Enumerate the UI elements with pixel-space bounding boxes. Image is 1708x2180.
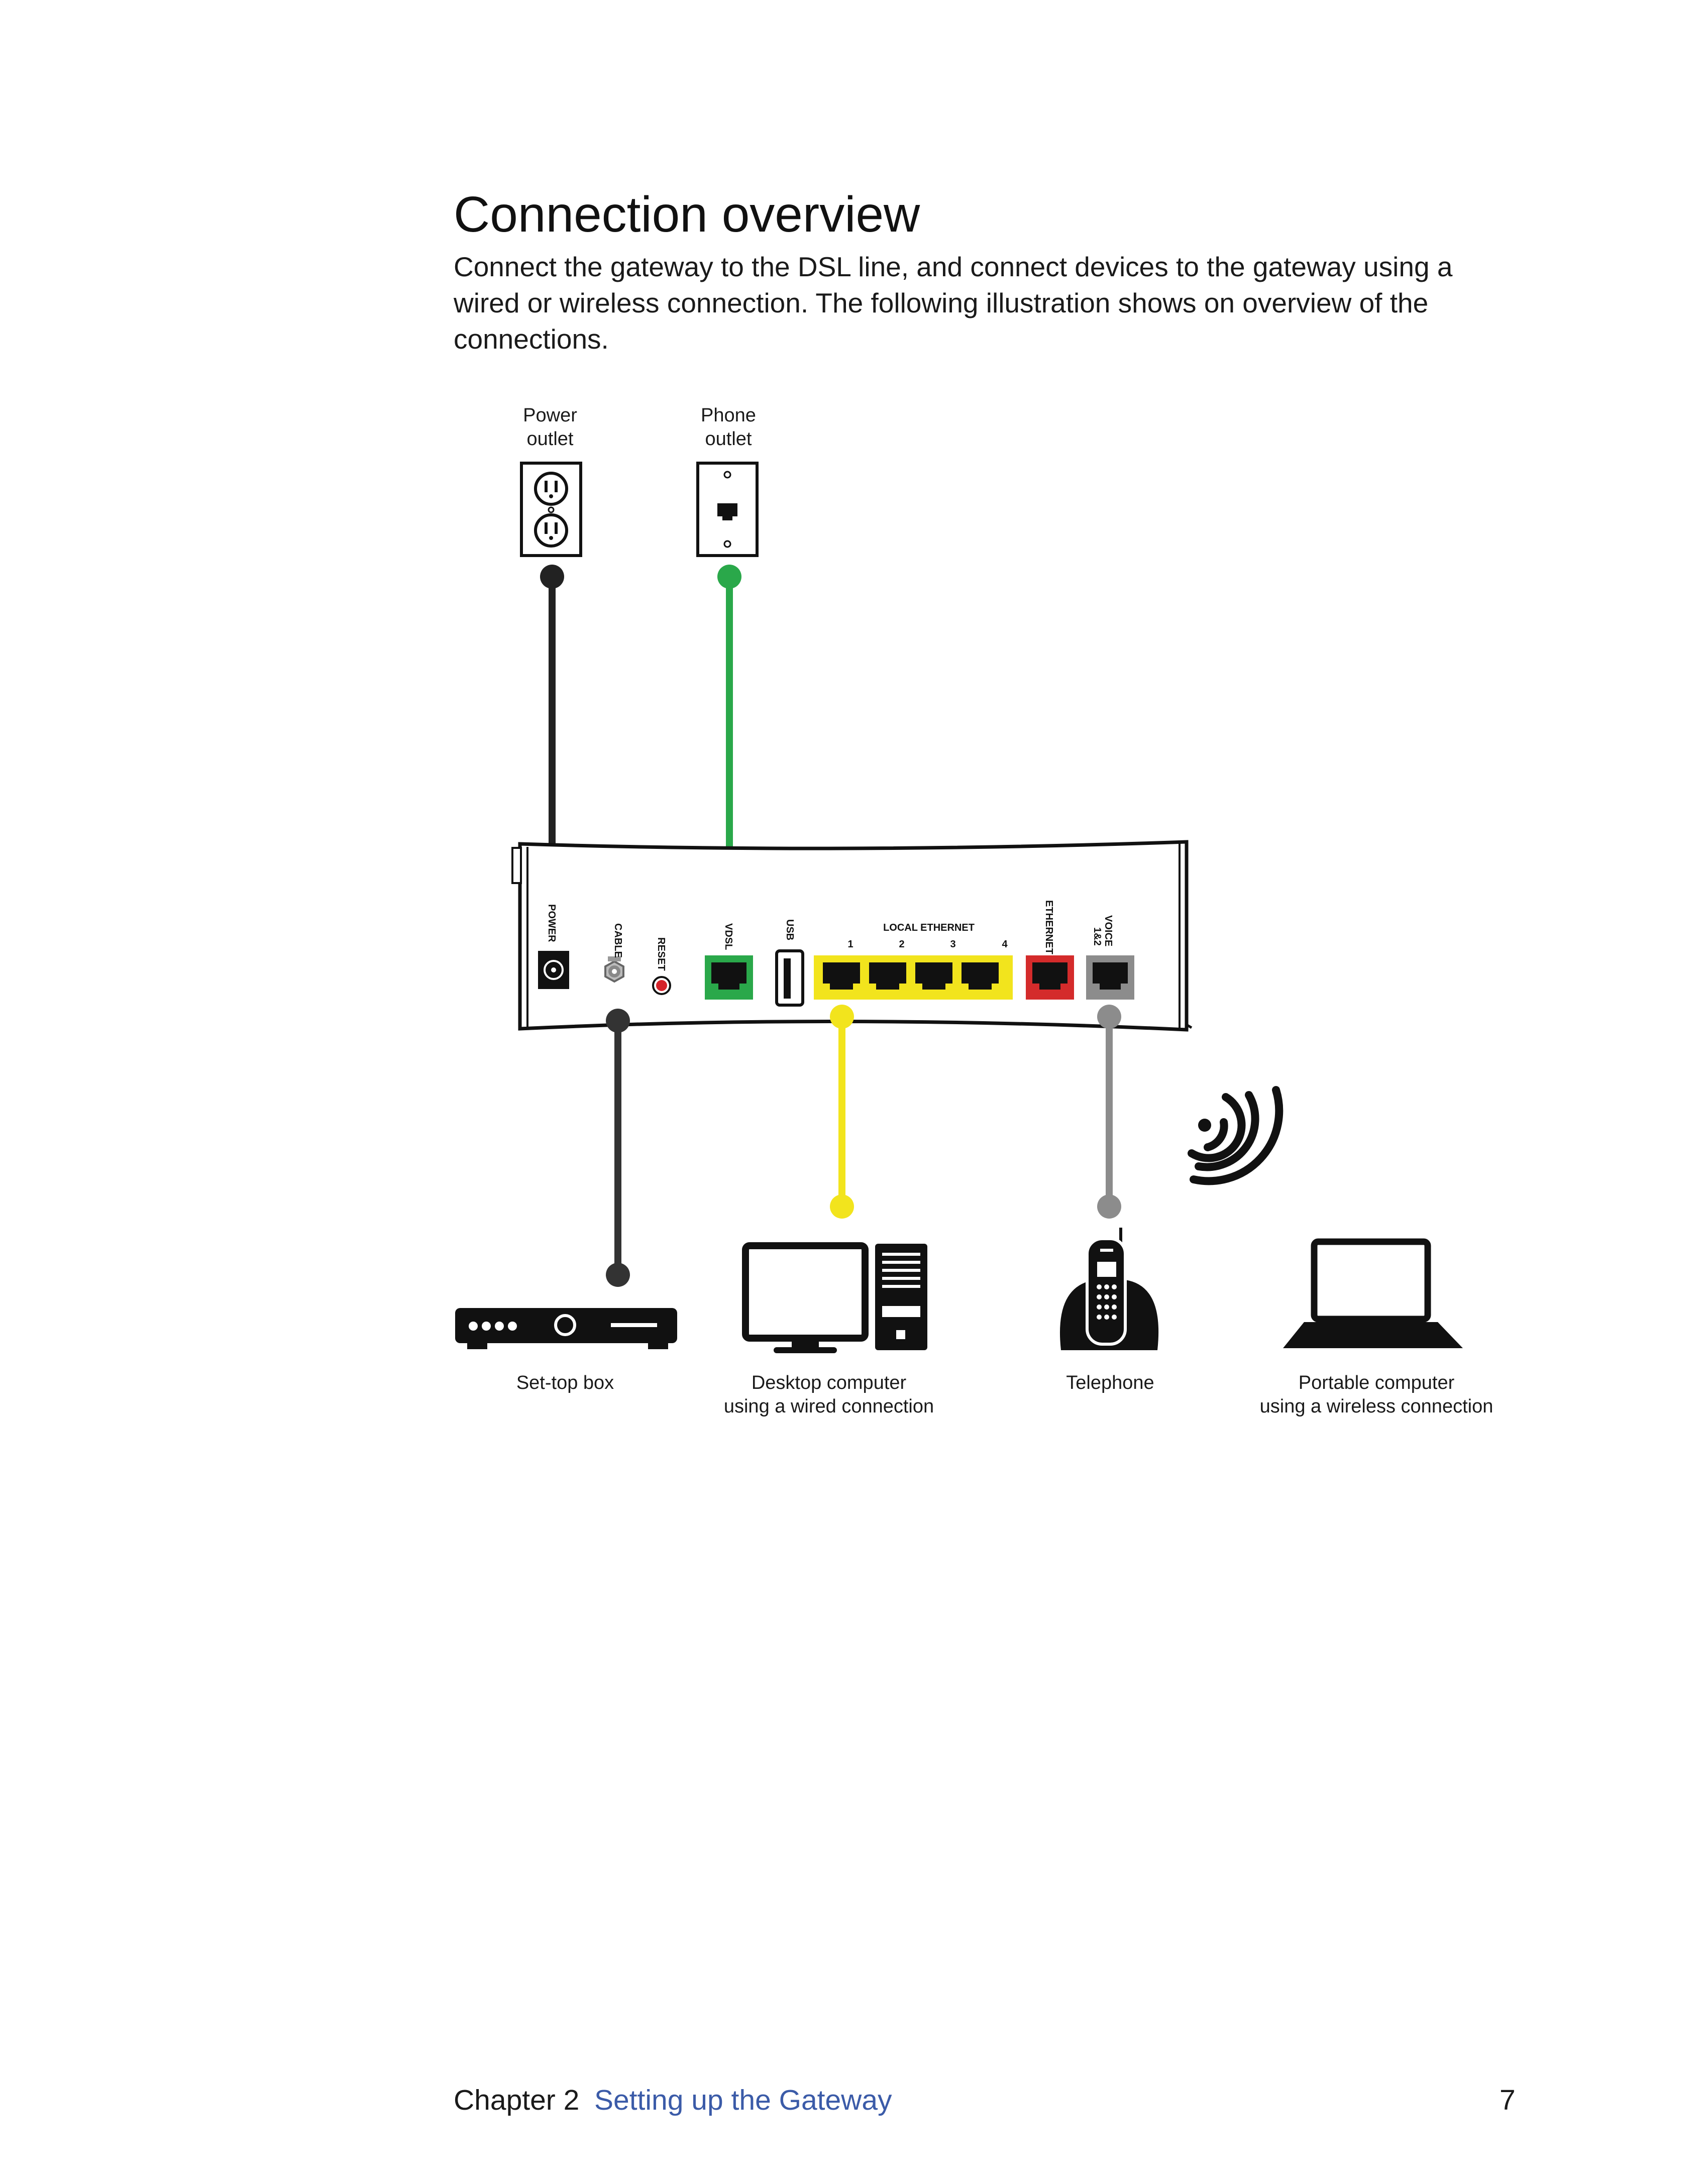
power-outlet-icon	[520, 462, 582, 557]
ethernet-port-2-number: 2	[899, 939, 904, 950]
cable-port-label: CABLE	[612, 923, 623, 958]
phone-outlet-label: Phone outlet	[681, 404, 776, 451]
intro-paragraph: Connect the gateway to the DSL line, and…	[454, 251, 1453, 355]
cable-port: CABLE	[604, 923, 624, 983]
desktop-computer-label: Desktop computer using a wired connectio…	[693, 1371, 965, 1419]
portable-computer-label-line1: Portable computer	[1298, 1372, 1455, 1393]
phone-cable	[717, 565, 741, 892]
footer-chapter: Chapter 2	[454, 2084, 580, 2116]
portable-computer-label-line2: using a wireless connection	[1259, 1396, 1493, 1417]
coax-cable	[606, 1009, 630, 1287]
ethernet-cable	[830, 1005, 854, 1219]
voice-port-label: VOICE	[1103, 915, 1114, 946]
gateway-icon: POWER CABLE RESET VDSL USB	[511, 840, 1193, 1032]
voice-port-label-2: 1&2	[1092, 927, 1103, 946]
voice-cable	[1097, 1005, 1121, 1219]
local-ethernet-ports: LOCAL ETHERNET 1 2 3 4	[814, 922, 1013, 1000]
ethernet-port-1-number: 1	[847, 939, 853, 950]
settop-box-label: Set-top box	[487, 1371, 643, 1395]
set-top-box-icon	[455, 1308, 677, 1349]
desktop-computer-label-line1: Desktop computer	[751, 1372, 907, 1393]
reset-button: RESET	[652, 937, 671, 995]
phone-outlet-label-line1: Phone	[701, 405, 756, 426]
desktop-computer-label-line2: using a wired connection	[723, 1396, 934, 1417]
page-number: 7	[1500, 2084, 1516, 2116]
ethernet-port-4-number: 4	[1002, 939, 1008, 950]
telephone-icon	[1059, 1228, 1159, 1350]
vdsl-port: VDSL	[705, 923, 753, 1000]
telephone-label-line1: Telephone	[1066, 1372, 1154, 1393]
power-outlet-label: Power outlet	[502, 404, 598, 451]
settop-box-label-line1: Set-top box	[516, 1372, 614, 1393]
footer-section-link[interactable]: Setting up the Gateway	[594, 2084, 892, 2116]
vdsl-port-label: VDSL	[723, 923, 734, 950]
power-outlet-label-line1: Power	[523, 405, 577, 426]
power-port-label: POWER	[546, 904, 557, 942]
wireless-signal-icon	[1188, 1086, 1284, 1185]
phone-outlet-label-line2: outlet	[705, 428, 752, 450]
local-ethernet-label: LOCAL ETHERNET	[883, 922, 975, 933]
ethernet-port-3-number: 3	[950, 939, 955, 950]
voice-port: VOICE 1&2	[1086, 915, 1134, 1000]
ethernet-wan-port: ETHERNET	[1026, 900, 1074, 1000]
ethernet-port-label: ETHERNET	[1043, 900, 1054, 954]
usb-port-label: USB	[784, 919, 795, 940]
portable-computer-label: Portable computer using a wireless conne…	[1226, 1371, 1527, 1419]
telephone-label: Telephone	[1035, 1371, 1186, 1395]
usb-port: USB	[775, 919, 804, 1007]
desktop-computer-icon	[742, 1242, 927, 1353]
power-port: POWER	[538, 904, 569, 989]
page-title: Connection overview	[454, 186, 920, 243]
reset-port-label: RESET	[656, 937, 667, 971]
phone-outlet-icon	[696, 462, 759, 557]
power-outlet-label-line2: outlet	[526, 428, 574, 450]
laptop-icon	[1283, 1238, 1463, 1348]
